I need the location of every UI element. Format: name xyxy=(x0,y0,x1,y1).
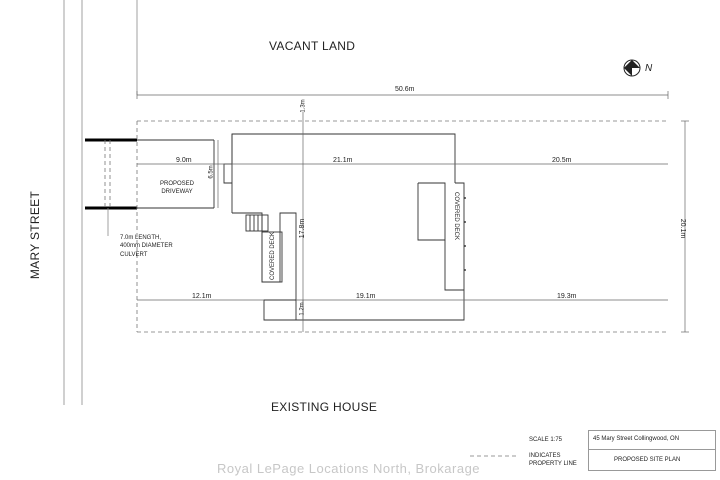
address-text: 45 Mary Street Collingwood, ON xyxy=(593,436,680,442)
culvert-label: 7.0m LENGTH, 400mm DIAMETER CULVERT xyxy=(120,234,173,259)
side-12-dim: 12.1m xyxy=(192,293,212,300)
lot-depth-dim: 20.1m xyxy=(679,218,687,239)
indicates-line-1: INDICATES xyxy=(529,453,561,459)
house-depth-dim: 17.8m xyxy=(299,218,307,239)
driveway-length-dim: 9.0m xyxy=(176,157,192,164)
culvert-line-2: 400mm DIAMETER xyxy=(120,243,173,250)
side-19-3-dim: 19.3m xyxy=(557,293,577,300)
covered-deck-right-label: COVERED DECK xyxy=(453,191,460,241)
north-label: N xyxy=(645,63,653,74)
bottom-setback-dim: 1.2m xyxy=(299,302,306,316)
front-setback-dim: 1.3m xyxy=(300,99,307,113)
watermark-text: Royal LePage Locations North, Brokarage xyxy=(217,461,481,476)
existing-house-label: EXISTING HOUSE xyxy=(271,400,378,414)
side-19-1-dim: 19.1m xyxy=(356,293,376,300)
indicates-label: INDICATES PROPERTY LINE xyxy=(529,453,577,469)
plan-title-text: PROPOSED SITE PLAN xyxy=(614,457,681,463)
plan-title-box xyxy=(588,449,716,471)
north-arrow-icon xyxy=(623,59,641,77)
vacant-land-label: VACANT LAND xyxy=(269,39,356,53)
driveway-width-dim: 6.5m xyxy=(208,165,215,179)
house-width-dim: 21.1m xyxy=(333,157,353,164)
proposed-driveway-line-2: DRIVEWAY xyxy=(161,189,193,196)
rear-yard-dim: 20.5m xyxy=(552,157,572,164)
proposed-driveway-label: PROPOSED DRIVEWAY xyxy=(160,180,194,197)
scale-label: SCALE 1:75 xyxy=(529,437,563,443)
proposed-driveway-line-1: PROPOSED xyxy=(160,181,195,187)
culvert-line-3: CULVERT xyxy=(120,251,148,258)
mary-street-label: MARY STREET xyxy=(28,190,43,280)
culvert-line-1: 7.0m LENGTH, xyxy=(120,235,162,241)
indicates-line-2: PROPERTY LINE xyxy=(529,460,577,467)
overall-width-dim: 50.6m xyxy=(395,86,415,93)
covered-deck-left-label: COVERED DECK xyxy=(270,231,277,281)
